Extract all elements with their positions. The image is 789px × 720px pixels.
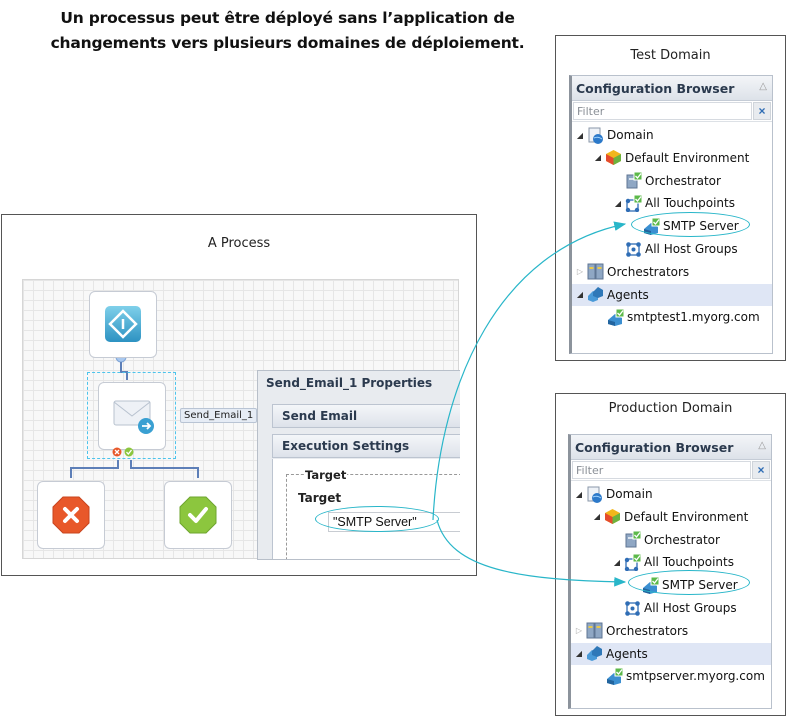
collapsed-arrow-icon[interactable]: ▷ (575, 626, 583, 636)
tree-item-all-host-groups[interactable]: All Host Groups (572, 238, 772, 260)
tree-item-agents[interactable]: ◢ Agents (572, 283, 772, 306)
tree-item-label: All Host Groups (644, 601, 737, 615)
browser-header-title: Configuration Browser (575, 440, 734, 455)
expanded-arrow-icon[interactable]: ◢ (594, 153, 602, 163)
tree-item-label: Domain (606, 487, 653, 501)
domain-globe-icon (587, 127, 604, 144)
test-domain-title: Test Domain (630, 48, 711, 63)
clear-filter-icon[interactable]: × (753, 102, 771, 120)
browser-header: Configuration Browser △ (572, 76, 772, 101)
touchpoints-network-icon (625, 194, 642, 212)
send-email-label[interactable]: Send_Email_1 (180, 408, 258, 423)
email-to-failure-line (70, 460, 119, 478)
host-groups-network-icon (624, 600, 641, 617)
environment-cube-icon (604, 508, 621, 525)
properties-title: Send_Email_1 Properties (266, 376, 433, 390)
orchestrators-rack-icon (587, 263, 604, 280)
section-execution-settings[interactable]: Execution Settings (272, 434, 460, 458)
domain-globe-icon (586, 486, 603, 503)
collapse-icon[interactable]: △ (759, 81, 767, 92)
filter-input[interactable]: Filter (573, 102, 752, 120)
host-groups-network-icon (625, 241, 642, 258)
orchestrator-check-icon (625, 172, 642, 189)
tree-item-orchestrator[interactable]: Orchestrator (572, 170, 772, 192)
tree-item-label: Domain (607, 128, 654, 142)
envelope-send-icon (113, 399, 155, 440)
tree-item-label: Default Environment (625, 150, 750, 165)
agents-icon (587, 286, 604, 303)
failure-node[interactable] (37, 481, 105, 549)
environment-cube-icon (605, 149, 622, 166)
expanded-arrow-icon[interactable]: ◢ (614, 198, 622, 208)
success-check-octagon-icon (179, 496, 217, 539)
filter-input[interactable]: Filter (572, 461, 751, 479)
success-node[interactable] (164, 481, 232, 549)
expanded-arrow-icon[interactable]: ◢ (575, 649, 583, 659)
send-email-node[interactable] (98, 382, 166, 450)
tree-item-smtpserver-myorg-com[interactable]: smtpserver.myorg.com (571, 665, 771, 687)
tree-item-orchestrator[interactable]: Orchestrator (571, 529, 771, 551)
tree-item-label: All Host Groups (645, 242, 738, 256)
target-label: Target (298, 491, 342, 505)
tree-item-label: Default Environment (624, 509, 749, 524)
tree-item-smtptest1-myorg-com[interactable]: smtptest1.myorg.com (572, 306, 772, 328)
tree-item-default-environment[interactable]: ◢ Default Environment (572, 147, 772, 169)
tree-item-default-environment[interactable]: ◢ Default Environment (571, 506, 771, 528)
section-send-email[interactable]: Send Email (272, 404, 460, 428)
collapsed-arrow-icon[interactable]: ▷ (576, 267, 584, 277)
tree-item-orchestrators[interactable]: ▷ Orchestrators (571, 620, 771, 642)
production-smtp-highlight-ellipse (628, 570, 750, 595)
tree-item-label: smtpserver.myorg.com (626, 669, 765, 684)
target-fieldset (286, 474, 460, 559)
email-to-success-line (130, 460, 199, 478)
tree-item-all-host-groups[interactable]: All Host Groups (571, 597, 771, 619)
start-diamond-icon (105, 306, 141, 342)
clear-filter-icon[interactable]: × (752, 461, 770, 479)
headline: Un processus peut être déployé sans l’ap… (20, 6, 555, 56)
expanded-arrow-icon[interactable]: ◢ (576, 130, 584, 140)
tree-item-label: All Touchpoints (645, 196, 735, 211)
test-smtp-highlight-ellipse (631, 212, 750, 237)
agent-server-icon (606, 667, 623, 685)
expanded-arrow-icon[interactable]: ◢ (576, 290, 584, 300)
success-port-icon[interactable] (124, 444, 134, 462)
tree-item-orchestrators[interactable]: ▷ Orchestrators (572, 261, 772, 283)
touchpoints-network-icon (624, 553, 641, 571)
expanded-arrow-icon[interactable]: ◢ (613, 557, 621, 567)
tree-item-label: Agents (607, 287, 649, 302)
production-domain-title: Production Domain (608, 401, 733, 416)
tree-item-domain[interactable]: ◢ Domain (571, 483, 771, 505)
tree-item-domain[interactable]: ◢ Domain (572, 124, 772, 146)
browser-header: Configuration Browser △ (571, 435, 771, 460)
tree-item-label: All Touchpoints (644, 555, 734, 570)
target-fieldset-legend: Target (304, 468, 348, 482)
tree-item-agents[interactable]: ◢ Agents (571, 642, 771, 665)
tree-item-all-touchpoints[interactable]: ◢ All Touchpoints (572, 192, 772, 214)
browser-header-title: Configuration Browser (576, 81, 735, 96)
agent-server-icon (607, 308, 624, 326)
failure-port-icon[interactable] (112, 444, 122, 462)
tree-item-label: Orchestrators (607, 264, 690, 279)
target-highlight-ellipse (315, 506, 439, 532)
tree-item-label: Orchestrators (606, 623, 689, 638)
expanded-arrow-icon[interactable]: ◢ (575, 489, 583, 499)
headline-line-1: Un processus peut être déployé sans l’ap… (60, 9, 515, 27)
expanded-arrow-icon[interactable]: ◢ (593, 512, 601, 522)
start-node[interactable] (89, 291, 157, 358)
failure-x-octagon-icon (52, 496, 90, 539)
selection-box (87, 372, 176, 459)
agents-icon (586, 645, 603, 662)
tree-item-label: Agents (606, 646, 648, 661)
tree-item-label: smtptest1.myorg.com (627, 310, 760, 325)
process-title: A Process (207, 236, 271, 251)
properties-panel: Send_Email_1 Properties Send Email Execu… (257, 370, 460, 560)
tree-item-label: Orchestrator (644, 532, 720, 547)
tree-item-label: Orchestrator (645, 173, 721, 188)
collapse-icon[interactable]: △ (758, 440, 766, 451)
headline-line-2: changements vers plusieurs domaines de d… (50, 34, 525, 52)
orchestrator-check-icon (624, 531, 641, 548)
orchestrators-rack-icon (586, 622, 603, 639)
